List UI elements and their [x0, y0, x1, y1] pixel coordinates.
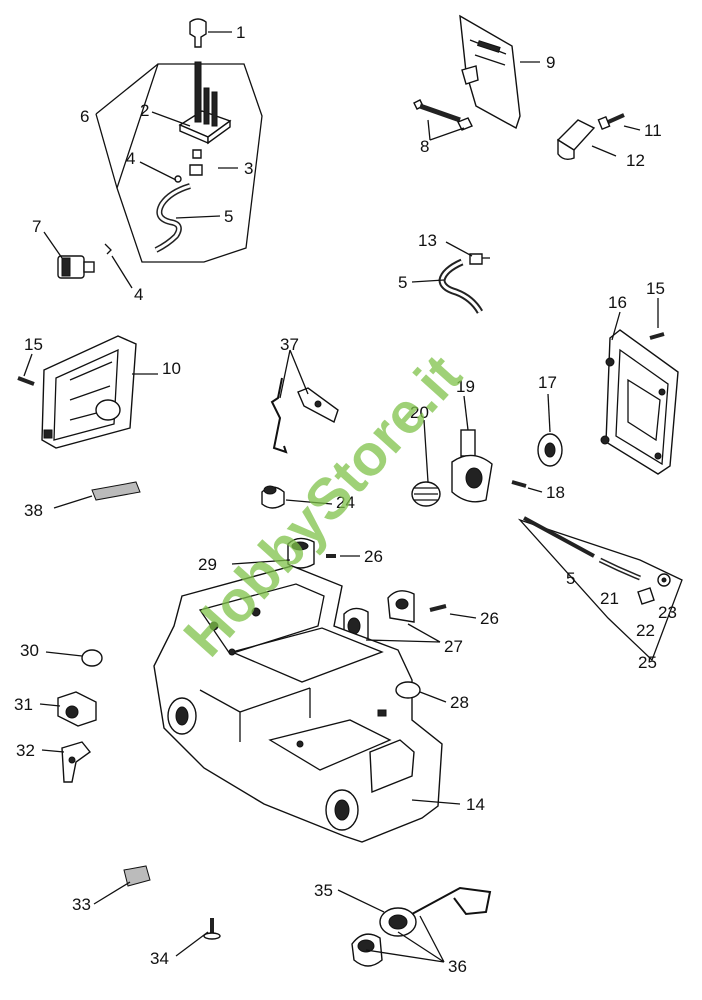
label-25: 25	[638, 653, 657, 672]
part-labels: 1 2 3 4 4 5 5 5 6 7 8 9 10 11 12 13 14 1…	[14, 23, 677, 976]
label-27: 27	[444, 637, 463, 656]
label-28: 28	[450, 693, 469, 712]
label-17: 17	[538, 373, 557, 392]
part-11-screw	[597, 113, 625, 131]
label-15b: 15	[646, 279, 665, 298]
label-5a: 5	[224, 207, 233, 226]
part-38-pad	[91, 481, 141, 501]
label-32: 32	[16, 741, 35, 760]
part-19-oil-pump	[451, 429, 493, 503]
part-25-group	[517, 516, 683, 662]
label-5b: 5	[398, 273, 407, 292]
part-32-clamp	[61, 741, 92, 783]
label-16: 16	[608, 293, 627, 312]
part-17-washer	[537, 433, 563, 467]
label-26b: 26	[480, 609, 499, 628]
part-1-cap	[189, 18, 207, 48]
label-3: 3	[244, 159, 253, 178]
label-38: 38	[24, 501, 43, 520]
part-9-guard-plate	[459, 14, 521, 130]
label-7: 7	[32, 217, 41, 236]
label-20: 20	[410, 403, 429, 422]
label-4a: 4	[126, 149, 135, 168]
part-16-side-plate	[600, 329, 679, 475]
label-29: 29	[198, 555, 217, 574]
part-6-fuel-assembly	[116, 61, 263, 263]
label-6: 6	[80, 107, 89, 126]
part-26-screw-lower	[429, 604, 447, 612]
label-14: 14	[466, 795, 485, 814]
label-24: 24	[336, 493, 355, 512]
label-34: 34	[150, 949, 169, 968]
label-36: 36	[448, 957, 467, 976]
label-23: 23	[658, 603, 677, 622]
label-30: 30	[20, 641, 39, 660]
label-5c: 5	[566, 569, 575, 588]
label-9: 9	[546, 53, 555, 72]
part-35-36-fuel-cap	[351, 886, 492, 967]
part-5-hose-middle	[438, 258, 484, 314]
label-37: 37	[280, 335, 299, 354]
part-30-grommet	[81, 649, 103, 667]
label-2: 2	[140, 101, 149, 120]
label-22: 22	[636, 621, 655, 640]
part-24-bushing	[261, 485, 285, 509]
part-13-clip	[469, 253, 490, 265]
label-1: 1	[236, 23, 245, 42]
part-15-screw-right	[649, 332, 665, 340]
part-20-worm-gear	[411, 481, 441, 507]
label-13: 13	[418, 231, 437, 250]
label-21: 21	[600, 589, 619, 608]
part-28-plug	[395, 681, 421, 699]
part-37-lever	[270, 377, 339, 454]
label-35: 35	[314, 881, 333, 900]
label-33: 33	[72, 895, 91, 914]
label-10: 10	[162, 359, 181, 378]
part-29-cylinder	[287, 537, 315, 569]
part-31-bracket	[57, 691, 97, 727]
label-8: 8	[420, 137, 429, 156]
part-14-crankcase	[153, 565, 443, 843]
label-15a: 15	[24, 335, 43, 354]
part-12-block	[556, 119, 596, 161]
part-8-bolts	[413, 99, 473, 131]
label-12: 12	[626, 151, 645, 170]
label-11: 11	[644, 121, 662, 140]
part-15-screw-left	[17, 376, 35, 386]
part-7-fuel-filter	[57, 243, 112, 279]
part-18-screw	[511, 480, 527, 488]
part-33-block	[123, 865, 151, 887]
label-18: 18	[546, 483, 565, 502]
label-31: 31	[14, 695, 33, 714]
label-19: 19	[456, 377, 475, 396]
part-34-screw	[203, 918, 221, 940]
part-10-filter-cover	[41, 335, 137, 449]
leader-lines	[23, 31, 659, 963]
label-26a: 26	[364, 547, 383, 566]
label-4b: 4	[134, 285, 143, 304]
